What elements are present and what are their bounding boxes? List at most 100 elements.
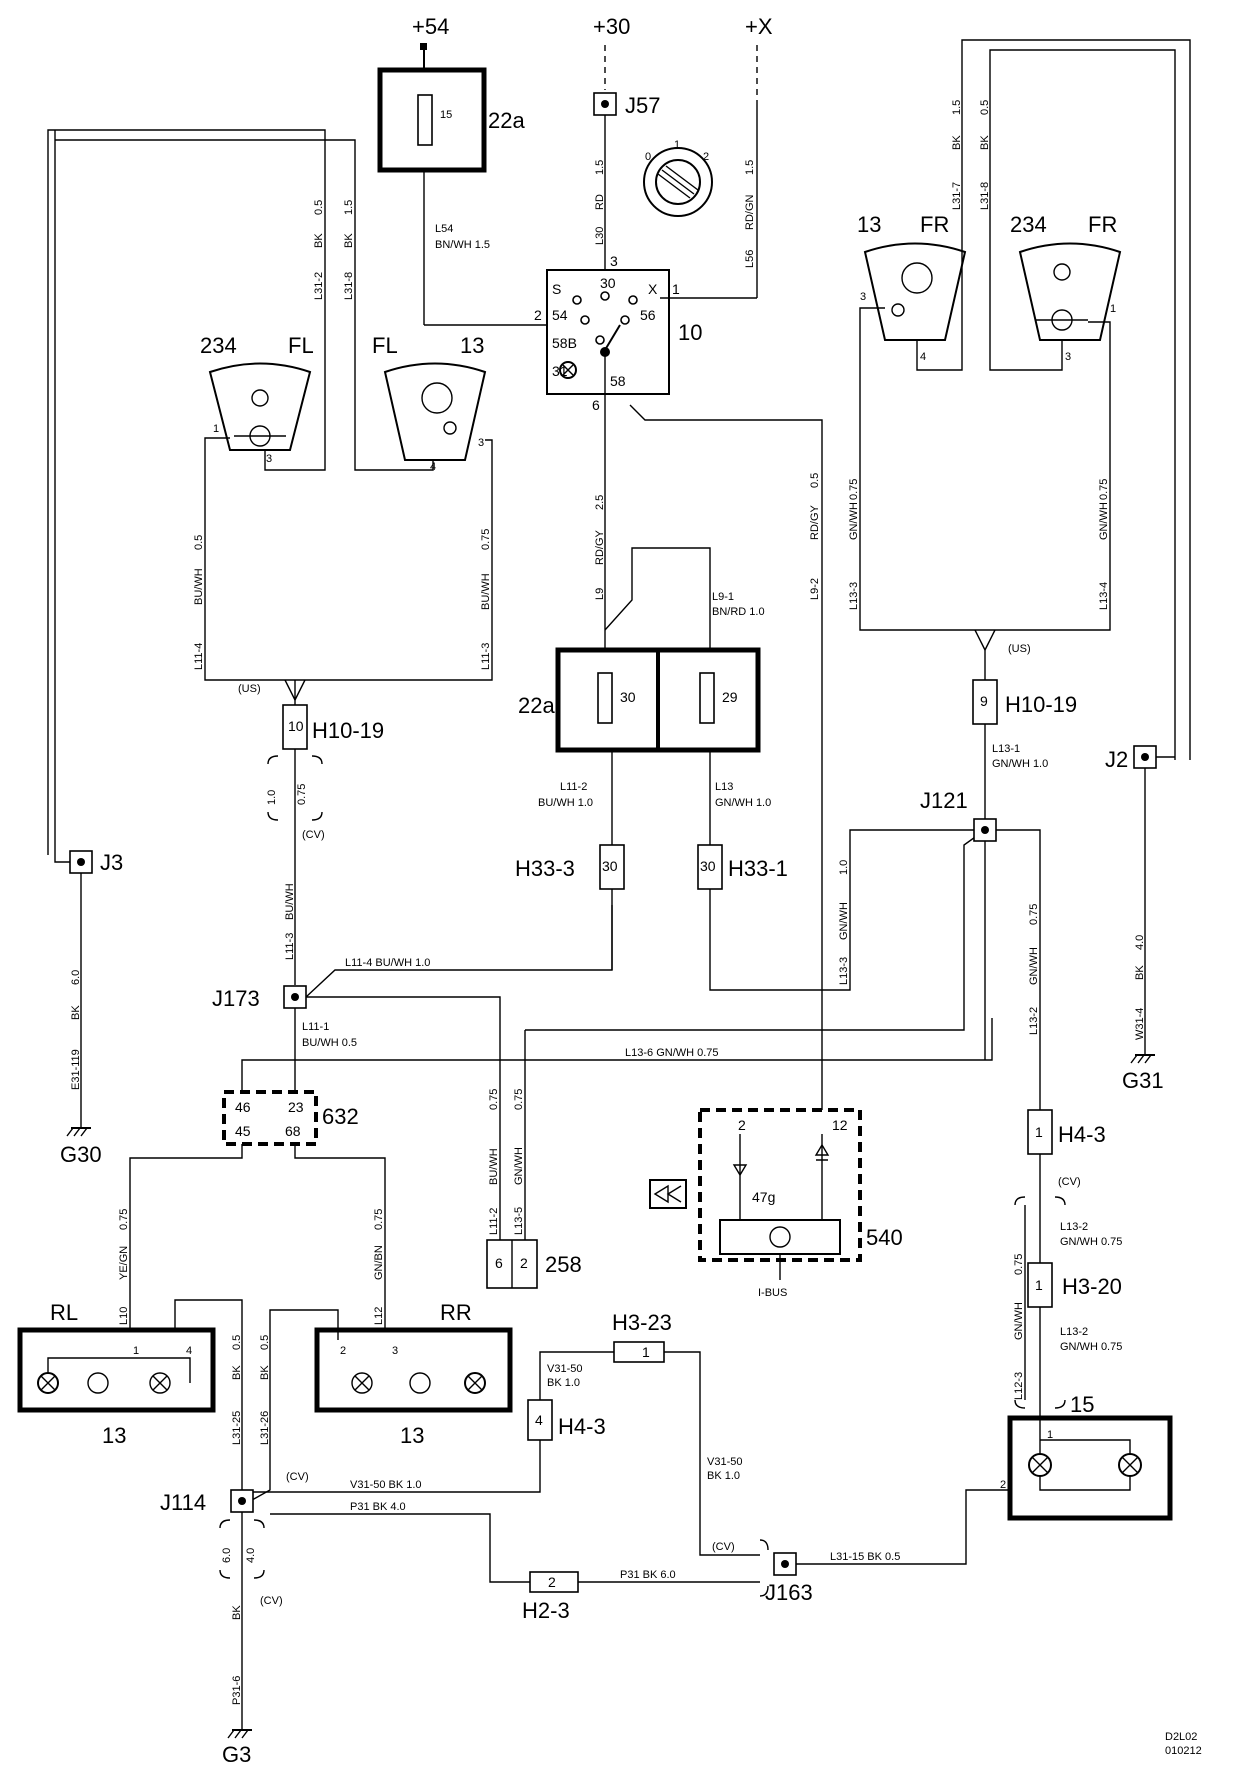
fr-label-2: FR: [1088, 212, 1117, 237]
label-258: 258: [545, 1252, 582, 1277]
wire-l13-2: L13-2: [1028, 1007, 1040, 1035]
wire-l13-s: GN/WH 1.0: [715, 797, 771, 809]
fl13-pin3: 3: [478, 437, 484, 449]
fr-234-label: 234: [1010, 212, 1047, 237]
wire-v31-50-b: V31-50 BK 1.0: [350, 1479, 422, 1491]
sw-30: 30: [600, 275, 616, 291]
sw-s: S: [552, 281, 561, 297]
wire-l12-3: L12-3: [1013, 1372, 1025, 1400]
wire-l11-3b: L11-3: [284, 933, 296, 960]
sw-56: 56: [640, 307, 656, 323]
connector-h3-23: H3-23: [612, 1310, 672, 1335]
wire-p31-b: P31 BK 6.0: [620, 1569, 676, 1581]
fl-label-2: FL: [372, 333, 398, 358]
wire-l31-25: L31-25: [231, 1411, 243, 1445]
wire-l31-2-bk: BK: [313, 233, 325, 248]
wire-l31-8-r-bk: BK: [979, 135, 991, 150]
rl-pin4: 4: [186, 1345, 192, 1357]
wire-l11-2-b-s: 0.75: [488, 1089, 500, 1110]
fl-13-label: 13: [460, 333, 484, 358]
supply-x: +X: [745, 14, 773, 39]
connector-h33-3: H33-3: [515, 856, 575, 881]
cv-size-10: 1.0: [266, 790, 278, 805]
wire-l31-8-r: L31-8: [979, 182, 991, 210]
wire-l11-1: L11-1: [302, 1021, 329, 1033]
wire-l13-4-s: 0.75: [1098, 479, 1110, 500]
wire-l10: L10: [118, 1307, 130, 1325]
wire-l31-7-bk: BK: [951, 135, 963, 150]
connector-h2-3: H2-3: [522, 1598, 570, 1623]
wire-l13-4-c: GN/WH: [1098, 502, 1110, 540]
wire-l11-4-s: 0.5: [193, 535, 205, 550]
wire-l11-2-b: L11-2: [488, 1208, 500, 1235]
wire-l13-2-r2: L13-2: [1060, 1326, 1088, 1338]
wire-l13-2-r2-s: GN/WH 0.75: [1060, 1341, 1122, 1353]
wire-l13-6: L13-6 GN/WH 0.75: [625, 1047, 719, 1059]
wire-l31-2-sz: 0.5: [313, 200, 325, 215]
label-15: 15: [1070, 1392, 1094, 1417]
ground-g30: G30: [60, 1142, 102, 1167]
wire-l31-25-c: BK: [231, 1365, 243, 1380]
rear-right-lamp: [314, 1327, 513, 1413]
us-left: (US): [238, 683, 261, 695]
wire-l10-c: YE/GN: [118, 1246, 130, 1280]
h320-pin: 1: [1035, 1277, 1043, 1293]
wire-l31-26-s: 0.5: [259, 1335, 271, 1350]
fuse-22a-mid-label: 22a: [518, 693, 555, 718]
wire-e31-119-s: 6.0: [70, 970, 82, 985]
connector-h10-19-right: H10-19: [1005, 692, 1077, 717]
wire-l13-1: L13-1: [992, 743, 1020, 755]
c15-pin1: 1: [1047, 1429, 1053, 1441]
wire-l13-5-c: GN/WH: [513, 1147, 525, 1185]
wire-e31-119-c: BK: [70, 1005, 82, 1020]
label-540: 540: [866, 1225, 903, 1250]
connector-j163: J163: [765, 1580, 813, 1605]
h1019-r-pin: 9: [980, 693, 988, 709]
fr13-pin3: 3: [860, 291, 866, 303]
wire-l12-3-c: GN/WH: [1013, 1302, 1025, 1340]
h333-pin: 30: [602, 858, 618, 874]
c258-2: 2: [520, 1255, 528, 1271]
wire-l31-26: L31-26: [259, 1411, 271, 1445]
fr234-pin3: 3: [1065, 351, 1071, 363]
wire-l12-s: 0.75: [373, 1209, 385, 1230]
knob-pos-2: 2: [703, 151, 709, 163]
rear-left-num: 13: [102, 1423, 126, 1448]
sw-pin1: 1: [672, 281, 680, 297]
c632-68: 68: [285, 1123, 301, 1139]
wire-l56: L56: [744, 250, 756, 268]
wire-l11-3-s: 0.75: [480, 529, 492, 550]
sw-pin6: 6: [592, 397, 600, 413]
wire-l9-c: RD/GY: [594, 530, 606, 566]
wire-w31-4-s: 4.0: [1134, 935, 1146, 950]
trailer-icon: [649, 1179, 687, 1209]
footer-code-2: 010212: [1165, 1745, 1202, 1757]
wire-l9: L9: [594, 588, 606, 600]
fl-234-label: 234: [200, 333, 237, 358]
h43-r-pin: 1: [1035, 1124, 1043, 1140]
fr-label: FR: [920, 212, 949, 237]
wire-l31-7: L31-7: [951, 182, 963, 210]
cv-j114: (CV): [286, 1471, 309, 1483]
connector-632: [222, 1090, 318, 1146]
switch-10-label: 10: [678, 320, 702, 345]
wire-l9-2-c: RD/GY: [809, 505, 821, 541]
wire-l31-15: L31-15 BK 0.5: [830, 1551, 900, 1563]
wire-l11-4-c: BU/WH: [193, 568, 205, 605]
p31-6-c: BK: [231, 1605, 243, 1620]
wire-l13-2-c: GN/WH: [1028, 947, 1040, 985]
wire-l31-8-r-sz: 0.5: [979, 100, 991, 115]
connector-j3: J3: [100, 850, 123, 875]
c632-46: 46: [235, 1099, 251, 1115]
fr13-pin4: 4: [920, 351, 926, 363]
wire-l56-color: RD/GN: [744, 195, 756, 231]
cv-right: (CV): [1058, 1176, 1081, 1188]
wire-v31-50-a: V31-50: [547, 1363, 582, 1375]
wire-l12-c: GN/BN: [373, 1245, 385, 1280]
fuse-30: 30: [620, 689, 636, 705]
wire-l13-3-s: 0.75: [848, 479, 860, 500]
module-540: [698, 1108, 862, 1262]
wire-l13-5-s: 0.75: [513, 1089, 525, 1110]
c540-12: 12: [832, 1117, 848, 1133]
